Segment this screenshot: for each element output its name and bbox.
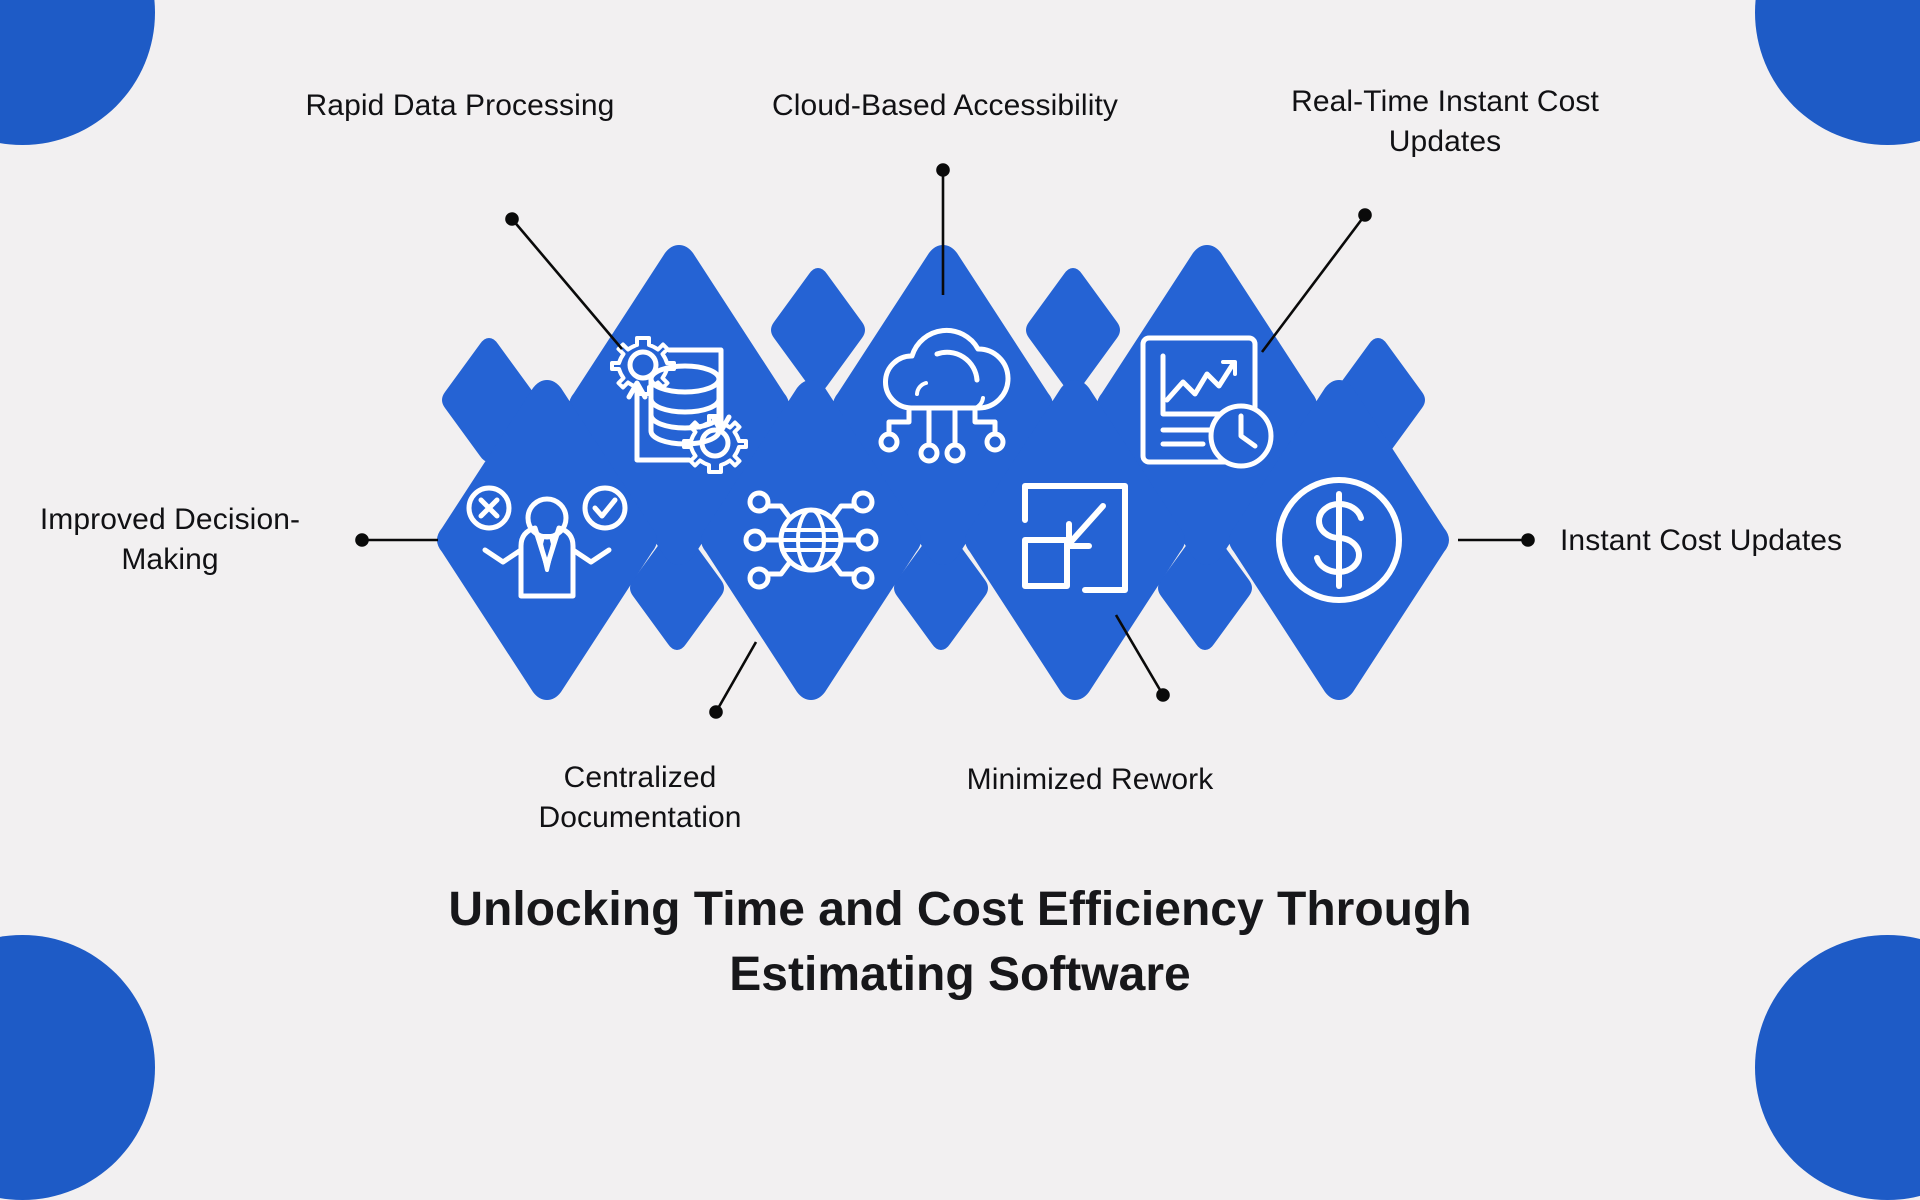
gears-database-icon xyxy=(610,336,748,474)
dollar-circle-icon xyxy=(1276,477,1402,603)
label-rapid-data-processing: Rapid Data Processing xyxy=(305,89,615,122)
connector-line xyxy=(511,218,623,350)
globe-network-icon xyxy=(743,490,879,590)
connector-dot xyxy=(355,533,369,547)
label-centralized-documentation: Centralized Documentation xyxy=(538,761,742,834)
connector-line xyxy=(1114,614,1165,696)
connector-dot xyxy=(709,705,723,719)
connector-dot xyxy=(1156,688,1170,702)
minimize-arrow-icon xyxy=(1022,483,1128,593)
label-improved-decision-making: Improved Decision- Making xyxy=(39,503,301,576)
decision-person-icon xyxy=(466,485,628,599)
connector-line xyxy=(1260,214,1367,353)
label-real-time-instant-cost-updates: Real-Time Instant Cost Updates xyxy=(1291,85,1599,158)
report-clock-icon xyxy=(1140,335,1274,469)
connector-line xyxy=(714,641,758,713)
connector-dot xyxy=(1521,533,1535,547)
label-minimized-rework: Minimized Rework xyxy=(966,763,1214,796)
connector-dot xyxy=(1358,208,1372,222)
icon-layer xyxy=(466,327,1402,603)
label-cloud-based-accessibility: Cloud-Based Accessibility xyxy=(772,89,1118,122)
connector-dot xyxy=(936,163,950,177)
page-title: Unlocking Time and Cost Efficiency Throu… xyxy=(448,883,1472,1001)
label-instant-cost-updates: Instant Cost Updates xyxy=(1560,524,1843,557)
cloud-network-icon xyxy=(878,327,1011,464)
connector-layer xyxy=(355,163,1535,719)
connector-dot xyxy=(505,212,519,226)
